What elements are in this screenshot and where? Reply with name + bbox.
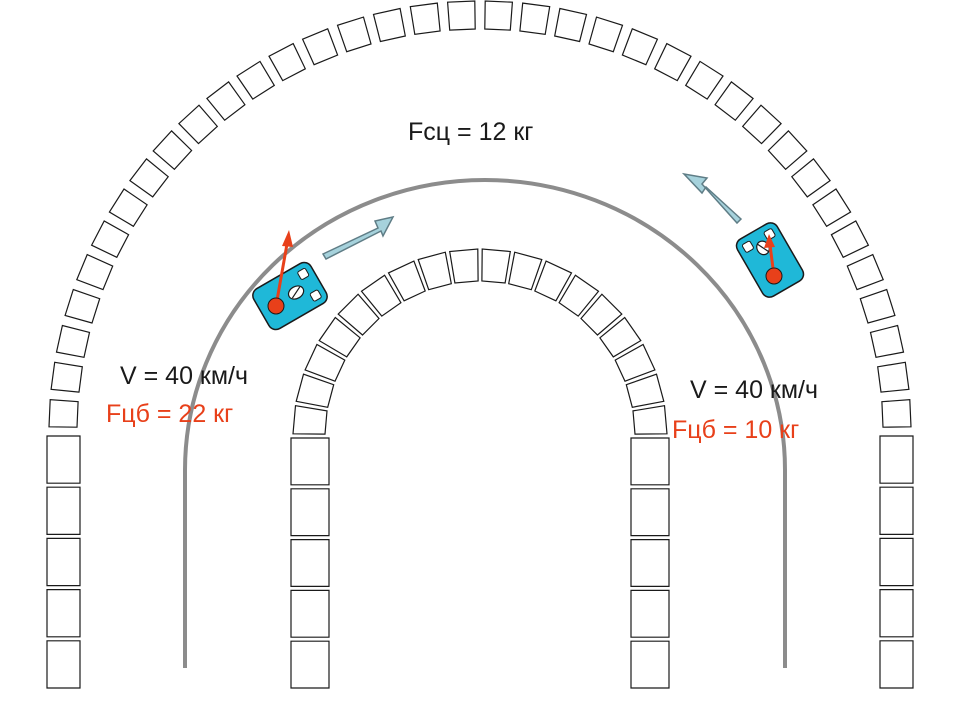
brick [236,60,276,100]
left-centrifugal-value: = 22 кг [149,400,234,428]
brick [846,253,884,291]
brick [630,640,670,689]
brick [50,361,83,393]
brick [614,343,656,382]
force-arrow-icon [274,243,289,307]
brick [290,589,330,638]
brick [879,486,914,536]
brick [484,0,514,31]
brick [508,251,543,291]
brick [625,373,665,408]
brick [304,343,346,382]
brick [830,220,870,259]
brick [46,537,81,587]
brick [881,398,912,428]
brick [387,260,426,302]
brick [337,293,380,336]
brick [152,130,193,171]
brick [372,7,406,43]
brick [741,104,782,145]
brick [64,288,101,324]
left-speed-label: V = 40 км/ч [120,362,249,390]
brick [360,274,402,317]
brick [554,7,588,43]
brick [178,104,219,145]
brick [812,188,852,228]
brick [630,488,670,537]
brick [599,316,642,358]
brick [290,437,330,486]
track-center-line [183,178,787,668]
right-centrifugal-value: = 10 кг [715,416,800,444]
force-point [267,297,285,315]
brick [449,248,479,284]
motion-arrow-icon [321,215,395,260]
brick [290,538,330,588]
brick [292,405,328,435]
brick [558,274,600,317]
brick [46,588,81,638]
right-centrifugal-prefix: Fцб [672,416,716,444]
brick [46,486,81,536]
brick [621,28,659,66]
brick [653,42,692,82]
brick [318,316,361,358]
right-speed-label: V = 40 км/ч [690,376,819,404]
brick [336,16,372,53]
brick [879,435,914,484]
brick [714,81,754,122]
outer-brick-wall [46,0,914,689]
brick [684,60,724,100]
brick [580,293,623,336]
motion-arrow-icon [681,172,743,225]
brick [481,248,511,284]
right-centrifugal-label: Fцб = 10 кг [672,416,799,444]
force-arrow-icon [282,230,293,247]
car-icon [252,261,328,331]
brick [630,437,670,486]
inner-brick-wall [290,248,670,689]
brick [290,640,330,689]
brick [879,640,914,689]
left-centrifugal-label: Fцб = 22 кг [106,400,233,428]
left-centrifugal-prefix: Fцб [106,400,150,428]
brick [877,361,910,393]
brick [46,435,81,484]
brick [108,188,148,228]
brick [879,537,914,587]
force-arrow-icon [764,234,775,248]
brick [295,373,335,408]
brick [417,251,452,291]
brick [632,405,668,435]
brick [630,538,670,588]
brick [534,260,573,302]
brick [588,16,624,53]
friction-label: Fсц = 12 кг [408,118,534,146]
brick [301,28,339,66]
brick [630,589,670,638]
brick [129,158,170,198]
force-point [765,267,783,285]
brick [206,81,246,122]
brick [879,588,914,638]
car-icon [735,222,805,298]
brick [869,324,905,358]
brick [76,253,114,291]
brick [290,488,330,537]
brick [790,158,831,198]
brick [46,640,81,689]
brick [767,130,808,171]
brick [48,398,79,428]
brick [519,2,551,35]
brick [268,42,307,82]
brick [446,0,476,31]
brick [55,324,91,358]
brick [90,220,130,259]
brick [409,2,441,35]
brick [859,288,896,324]
